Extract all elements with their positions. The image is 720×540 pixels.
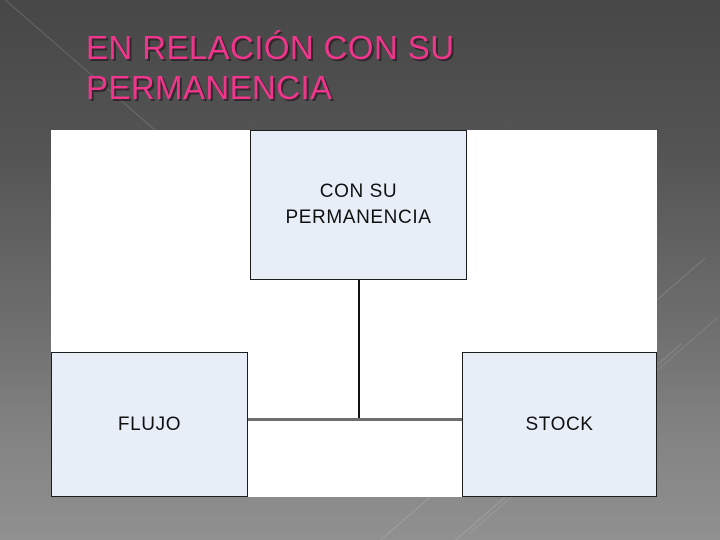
connector-vertical bbox=[358, 280, 360, 421]
diagram-box-stock[interactable]: STOCK bbox=[462, 352, 657, 497]
diagram-box-con-su-permanencia[interactable]: CON SU PERMANENCIA bbox=[250, 130, 467, 280]
slide-title: EN RELACIÓN CON SU PERMANENCIA bbox=[86, 29, 455, 106]
connector-horizontal bbox=[247, 418, 463, 421]
diagram-canvas: CON SU PERMANENCIA FLUJO STOCK bbox=[51, 130, 657, 497]
diagram-box-flujo[interactable]: FLUJO bbox=[51, 352, 248, 497]
